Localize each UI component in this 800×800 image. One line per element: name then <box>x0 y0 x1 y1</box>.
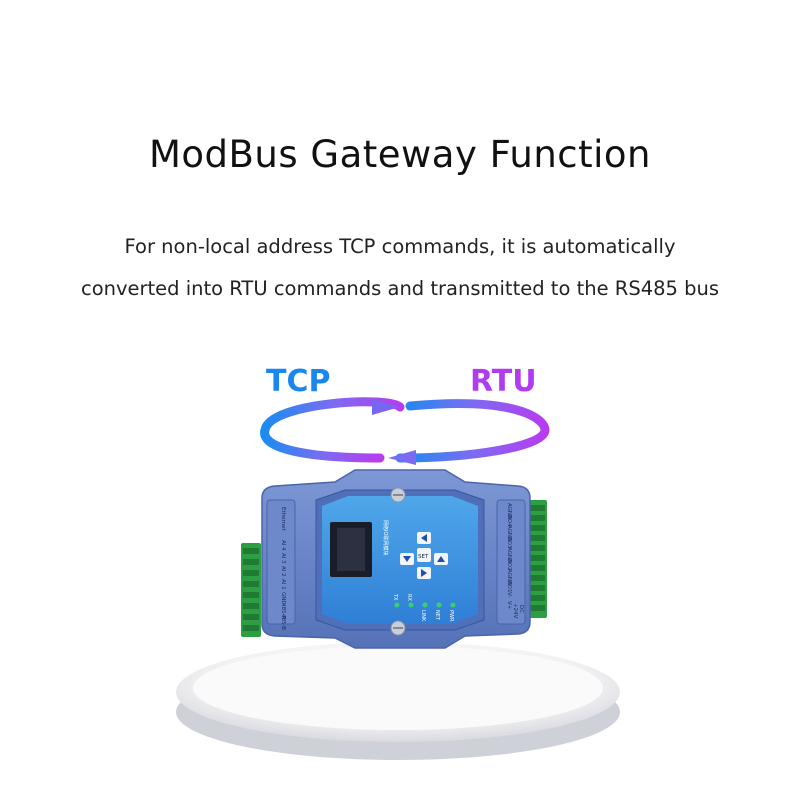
svg-text:AO2: AO2 <box>506 559 512 571</box>
svg-text:V+: V+ <box>506 601 512 610</box>
description: For non-local address TCP commands, it i… <box>0 226 800 310</box>
svg-text:AI 1: AI 1 <box>280 579 286 590</box>
description-line-2: converted into RTU commands and transmit… <box>80 277 720 300</box>
svg-text:AO1: AO1 <box>506 581 512 593</box>
svg-text:Ethernet: Ethernet <box>280 507 286 532</box>
svg-text:TX: TX <box>392 593 398 601</box>
svg-text:AI 3: AI 3 <box>280 553 286 564</box>
svg-text:+24V: +24V <box>512 603 518 619</box>
svg-text:DC: DC <box>518 605 524 613</box>
keypad: SET <box>400 532 448 579</box>
device-illustration: Ethernet AI 4 AI 3 AI 2 AI 1 GND 485-A 4… <box>176 397 620 760</box>
svg-text:AI 2: AI 2 <box>280 566 286 577</box>
gateway-device: Ethernet AI 4 AI 3 AI 2 AI 1 GND 485-A 4… <box>241 469 547 649</box>
svg-text:V-: V- <box>506 592 512 597</box>
svg-text:AO4: AO4 <box>506 515 512 527</box>
panel-label: 网络IO联网模块 <box>382 520 389 555</box>
svg-text:AI 4: AI 4 <box>280 540 286 551</box>
svg-text:AGND: AGND <box>506 503 512 519</box>
tcp-label: TCP <box>266 364 331 399</box>
page-title: ModBus Gateway Function <box>148 133 651 176</box>
svg-text:AGND: AGND <box>506 547 512 563</box>
exchange-ring-icon <box>260 397 550 465</box>
svg-text:AGND: AGND <box>506 525 512 541</box>
podium <box>176 642 620 760</box>
svg-text:AGND: AGND <box>506 569 512 585</box>
svg-text:PWR: PWR <box>448 610 454 622</box>
svg-text:485-B: 485-B <box>280 614 286 630</box>
status-leds: TX RX LINK NET PWR <box>392 593 456 622</box>
svg-text:LINK: LINK <box>420 610 426 622</box>
svg-text:485-A: 485-A <box>280 603 286 619</box>
svg-text:SET: SET <box>418 554 429 560</box>
left-terminal-labels: Ethernet AI 4 AI 3 AI 2 AI 1 GND 485-A 4… <box>280 507 286 630</box>
svg-text:AO3: AO3 <box>506 537 512 549</box>
right-terminal-labels: AGND AO4 AGND AO3 AGND AO2 AGND AO1 V- V… <box>506 503 524 619</box>
svg-text:GND: GND <box>280 592 286 605</box>
svg-text:NET: NET <box>434 610 440 621</box>
description-line-1: For non-local address TCP commands, it i… <box>124 235 676 258</box>
rtu-label: RTU <box>470 364 537 399</box>
svg-text:RX: RX <box>406 594 412 601</box>
